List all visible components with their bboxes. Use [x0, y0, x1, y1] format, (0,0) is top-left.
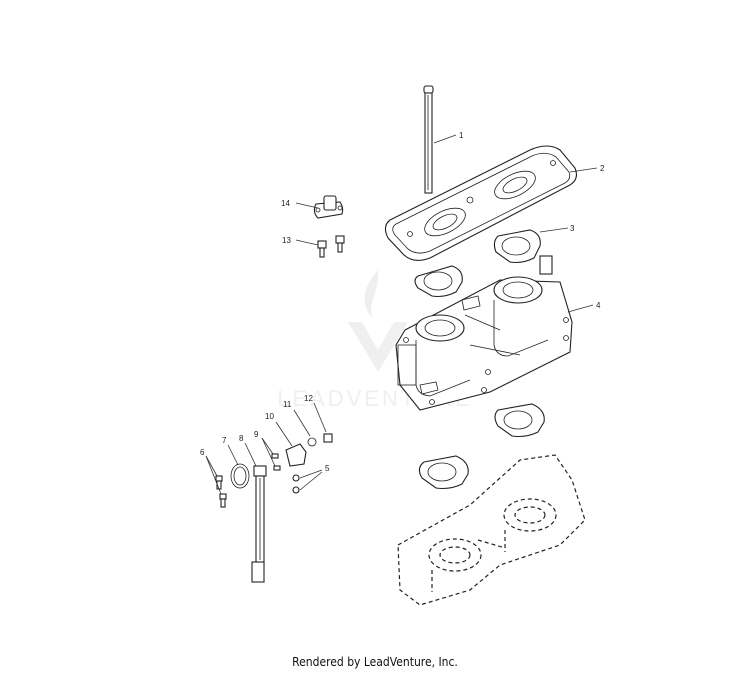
- callout-label: 3: [570, 224, 575, 233]
- callout-label: 14: [281, 199, 290, 208]
- callout-label: 8: [239, 434, 244, 443]
- callout-3: 3: [539, 224, 575, 233]
- footer-credit: Rendered by LeadVenture, Inc.: [292, 655, 458, 669]
- cover-part-2: [384, 145, 577, 261]
- callout-label: 4: [596, 301, 601, 310]
- callout-10: 10: [265, 412, 293, 447]
- callout-label: 2: [600, 164, 605, 173]
- callout-label: 5: [325, 464, 330, 473]
- callout-1: 1: [433, 131, 464, 144]
- callout-label: 9: [254, 430, 259, 439]
- bolts-part-13: [317, 235, 345, 258]
- thermostat-housing-part-14: [313, 195, 344, 219]
- callout-5: 5: [299, 464, 330, 491]
- callout-2: 2: [569, 164, 605, 173]
- callout-8: 8: [239, 434, 257, 467]
- bolt-part-1: [423, 85, 434, 194]
- callout-13: 13: [282, 236, 319, 246]
- gasket-lower-right: [494, 403, 545, 438]
- callout-11: 11: [283, 400, 311, 437]
- callout-7: 7: [222, 436, 239, 466]
- gasket-upper-left: [414, 265, 463, 298]
- callout-label: 12: [304, 394, 313, 403]
- callout-6: 6: [200, 448, 222, 495]
- gasket-lower-left: [418, 455, 469, 490]
- callout-12: 12: [304, 394, 327, 433]
- gasket-part-3: [493, 229, 541, 264]
- callout-label: 6: [200, 448, 205, 457]
- callout-label: 7: [222, 436, 227, 445]
- callout-14: 14: [281, 199, 319, 209]
- carburetor-part-4: [395, 255, 573, 411]
- callout-label: 13: [282, 236, 291, 245]
- intake-manifold-dashed: [397, 454, 586, 606]
- small-parts-group: [215, 433, 333, 583]
- callout-label: 11: [283, 400, 292, 409]
- callout-label: 1: [459, 131, 464, 140]
- callout-4: 4: [567, 301, 601, 313]
- callout-9: 9: [254, 430, 276, 467]
- callout-label: 10: [265, 412, 274, 421]
